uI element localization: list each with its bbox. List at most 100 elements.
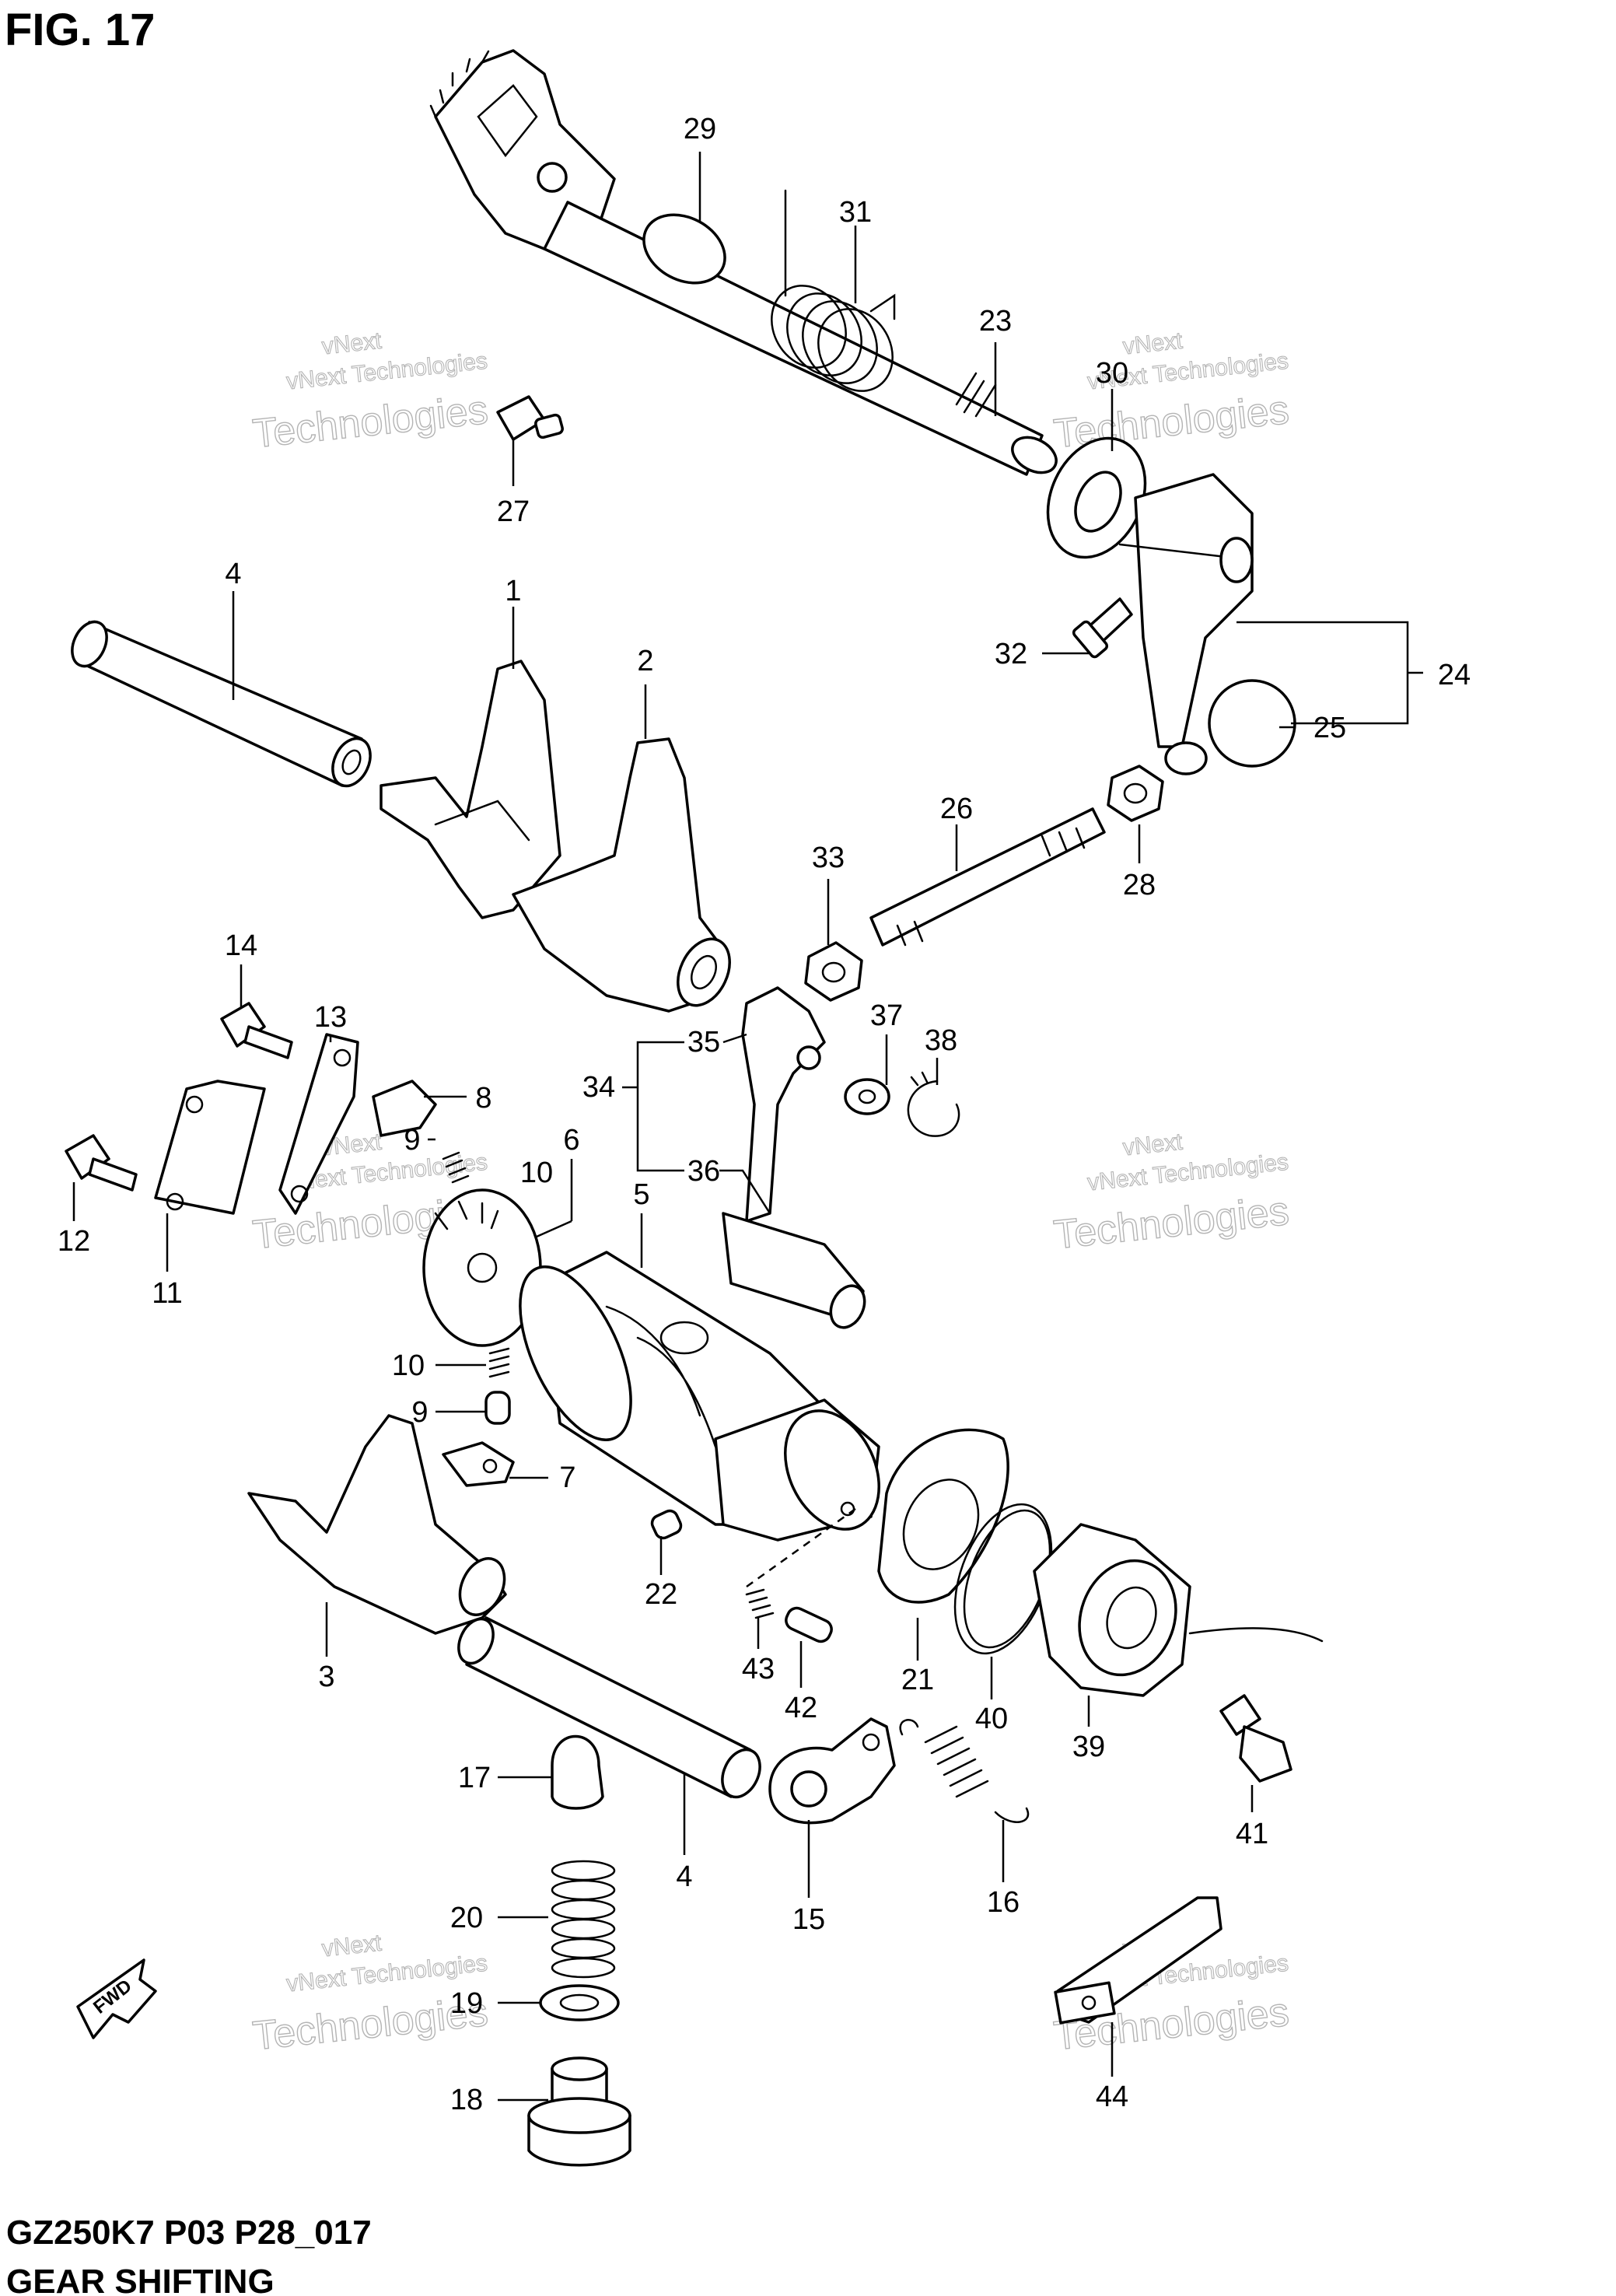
callout-34: 34 — [582, 1071, 615, 1104]
part-screw-14 — [220, 1002, 293, 1059]
callout-20: 20 — [450, 1902, 483, 1934]
part-shift-arm-24 — [1118, 473, 1296, 775]
callout-40: 40 — [975, 1703, 1008, 1735]
callout-33: 33 — [812, 842, 845, 874]
part-clamp-44 — [1054, 1896, 1222, 2025]
callout-21: 21 — [901, 1664, 934, 1696]
svg-text:vNext Technologies: vNext Technologies — [1086, 1150, 1290, 1196]
leader-lines — [72, 152, 1423, 2102]
fwd-direction-arrow: FWD — [76, 1958, 157, 2039]
callout-37: 37 — [870, 999, 903, 1032]
part-screw-12 — [65, 1134, 138, 1192]
callout-13: 13 — [314, 1001, 347, 1034]
callout-30: 30 — [1096, 357, 1128, 390]
callout-6: 6 — [563, 1124, 579, 1157]
callout-35: 35 — [687, 1026, 720, 1059]
part-pawl-8 — [372, 1080, 437, 1137]
callout-10-lower: 10 — [392, 1349, 425, 1382]
part-spring-20 — [551, 1860, 616, 1979]
part-shift-fork-1 — [380, 660, 561, 919]
part-spring-43 — [745, 1588, 775, 1619]
callout-17: 17 — [458, 1762, 491, 1794]
callout-42: 42 — [785, 1692, 817, 1724]
callout-25: 25 — [1313, 712, 1346, 744]
callout-27: 27 — [497, 495, 530, 528]
part-gearshift-shaft-29 — [429, 49, 1058, 476]
callout-9-upper: 9 — [404, 1124, 420, 1157]
part-cam-guide-7 — [442, 1441, 515, 1487]
svg-text:vNext: vNext — [1121, 1129, 1184, 1161]
callout-24: 24 — [1438, 659, 1471, 691]
callout-23: 23 — [979, 305, 1012, 338]
part-contact-pin-42 — [785, 1606, 833, 1643]
callout-22: 22 — [645, 1578, 677, 1611]
callout-2: 2 — [637, 645, 653, 677]
part-fork-shaft-4-lower — [457, 1616, 761, 1799]
part-washer-37 — [844, 1078, 890, 1115]
part-stopper-lever-15 — [768, 1717, 896, 1825]
part-shift-cam-5 — [519, 1251, 880, 1542]
callout-36: 36 — [687, 1155, 720, 1188]
callout-4-upper: 4 — [225, 558, 241, 590]
callout-28: 28 — [1123, 869, 1156, 901]
figure-title: FIG. 17 — [5, 5, 155, 55]
part-oil-seal-30 — [1046, 436, 1147, 559]
part-stopper-plate-13 — [278, 1033, 359, 1215]
callout-7: 7 — [559, 1461, 575, 1494]
part-pin-22 — [650, 1509, 683, 1540]
part-washer-19 — [539, 1984, 620, 2021]
part-spring-10-upper — [442, 1151, 470, 1184]
part-circlip-38 — [907, 1071, 960, 1137]
svg-text:Technologies: Technologies — [1051, 1188, 1291, 1258]
svg-text:Technologies: Technologies — [250, 387, 490, 457]
part-nut-28 — [1107, 765, 1164, 822]
callout-38: 38 — [925, 1024, 957, 1057]
callout-43: 43 — [742, 1653, 775, 1685]
svg-text:vNext Technologies: vNext Technologies — [285, 348, 489, 395]
part-plug-18 — [527, 2056, 631, 2167]
callout-3: 3 — [318, 1661, 334, 1693]
part-position-switch-39 — [1033, 1523, 1324, 1697]
part-pin-17 — [551, 1734, 604, 1810]
part-shift-fork-3 — [247, 1414, 507, 1635]
callout-1: 1 — [505, 575, 521, 607]
svg-text:vNext: vNext — [320, 1930, 383, 1962]
callout-8: 8 — [475, 1082, 491, 1115]
callout-14: 14 — [225, 929, 257, 962]
part-fork-shaft-4-upper — [71, 620, 372, 788]
svg-text:vNext: vNext — [320, 328, 383, 360]
callout-26: 26 — [940, 793, 973, 825]
part-shift-fork-2 — [512, 737, 731, 1013]
callout-31: 31 — [839, 196, 872, 229]
callout-16: 16 — [987, 1886, 1020, 1919]
figure-subtitle: GEAR SHIFTING — [6, 2263, 275, 2296]
callout-4-lower: 4 — [676, 1860, 692, 1893]
watermark-mid-right: vNext vNext Technologies Technologies — [1051, 1129, 1292, 1258]
part-spring-10-lower — [488, 1347, 510, 1378]
part-plate-21 — [877, 1428, 1009, 1604]
callout-15: 15 — [792, 1903, 825, 1936]
callout-9-lower: 9 — [411, 1396, 428, 1429]
callout-5: 5 — [633, 1178, 649, 1211]
part-nut-33 — [804, 941, 863, 1002]
callout-12: 12 — [58, 1225, 90, 1258]
callout-10-upper: 10 — [520, 1157, 553, 1189]
model-code: GZ250K7 P03 P28_017 — [6, 2214, 372, 2252]
callout-11: 11 — [152, 1277, 182, 1310]
part-rod-26 — [869, 807, 1106, 947]
part-stopper-11 — [154, 1080, 266, 1215]
part-return-spring-31 — [771, 189, 896, 392]
svg-text:vNext: vNext — [1121, 328, 1184, 360]
watermark-top-right: vNext vNext Technologies Technologies — [1051, 327, 1292, 457]
callout-39: 39 — [1072, 1731, 1105, 1763]
part-bolt-32 — [1072, 597, 1133, 659]
callout-19: 19 — [450, 1987, 483, 2020]
callout-18: 18 — [450, 2084, 483, 2116]
callout-44: 44 — [1096, 2081, 1128, 2113]
callout-labels: 29 31 23 30 27 4 1 2 32 24 25 26 33 28 1… — [58, 113, 1471, 2116]
callout-32: 32 — [995, 638, 1027, 670]
part-spring-16 — [899, 1719, 1030, 1823]
part-bolt-27 — [496, 395, 564, 441]
part-shift-lever-34 — [722, 986, 866, 1329]
